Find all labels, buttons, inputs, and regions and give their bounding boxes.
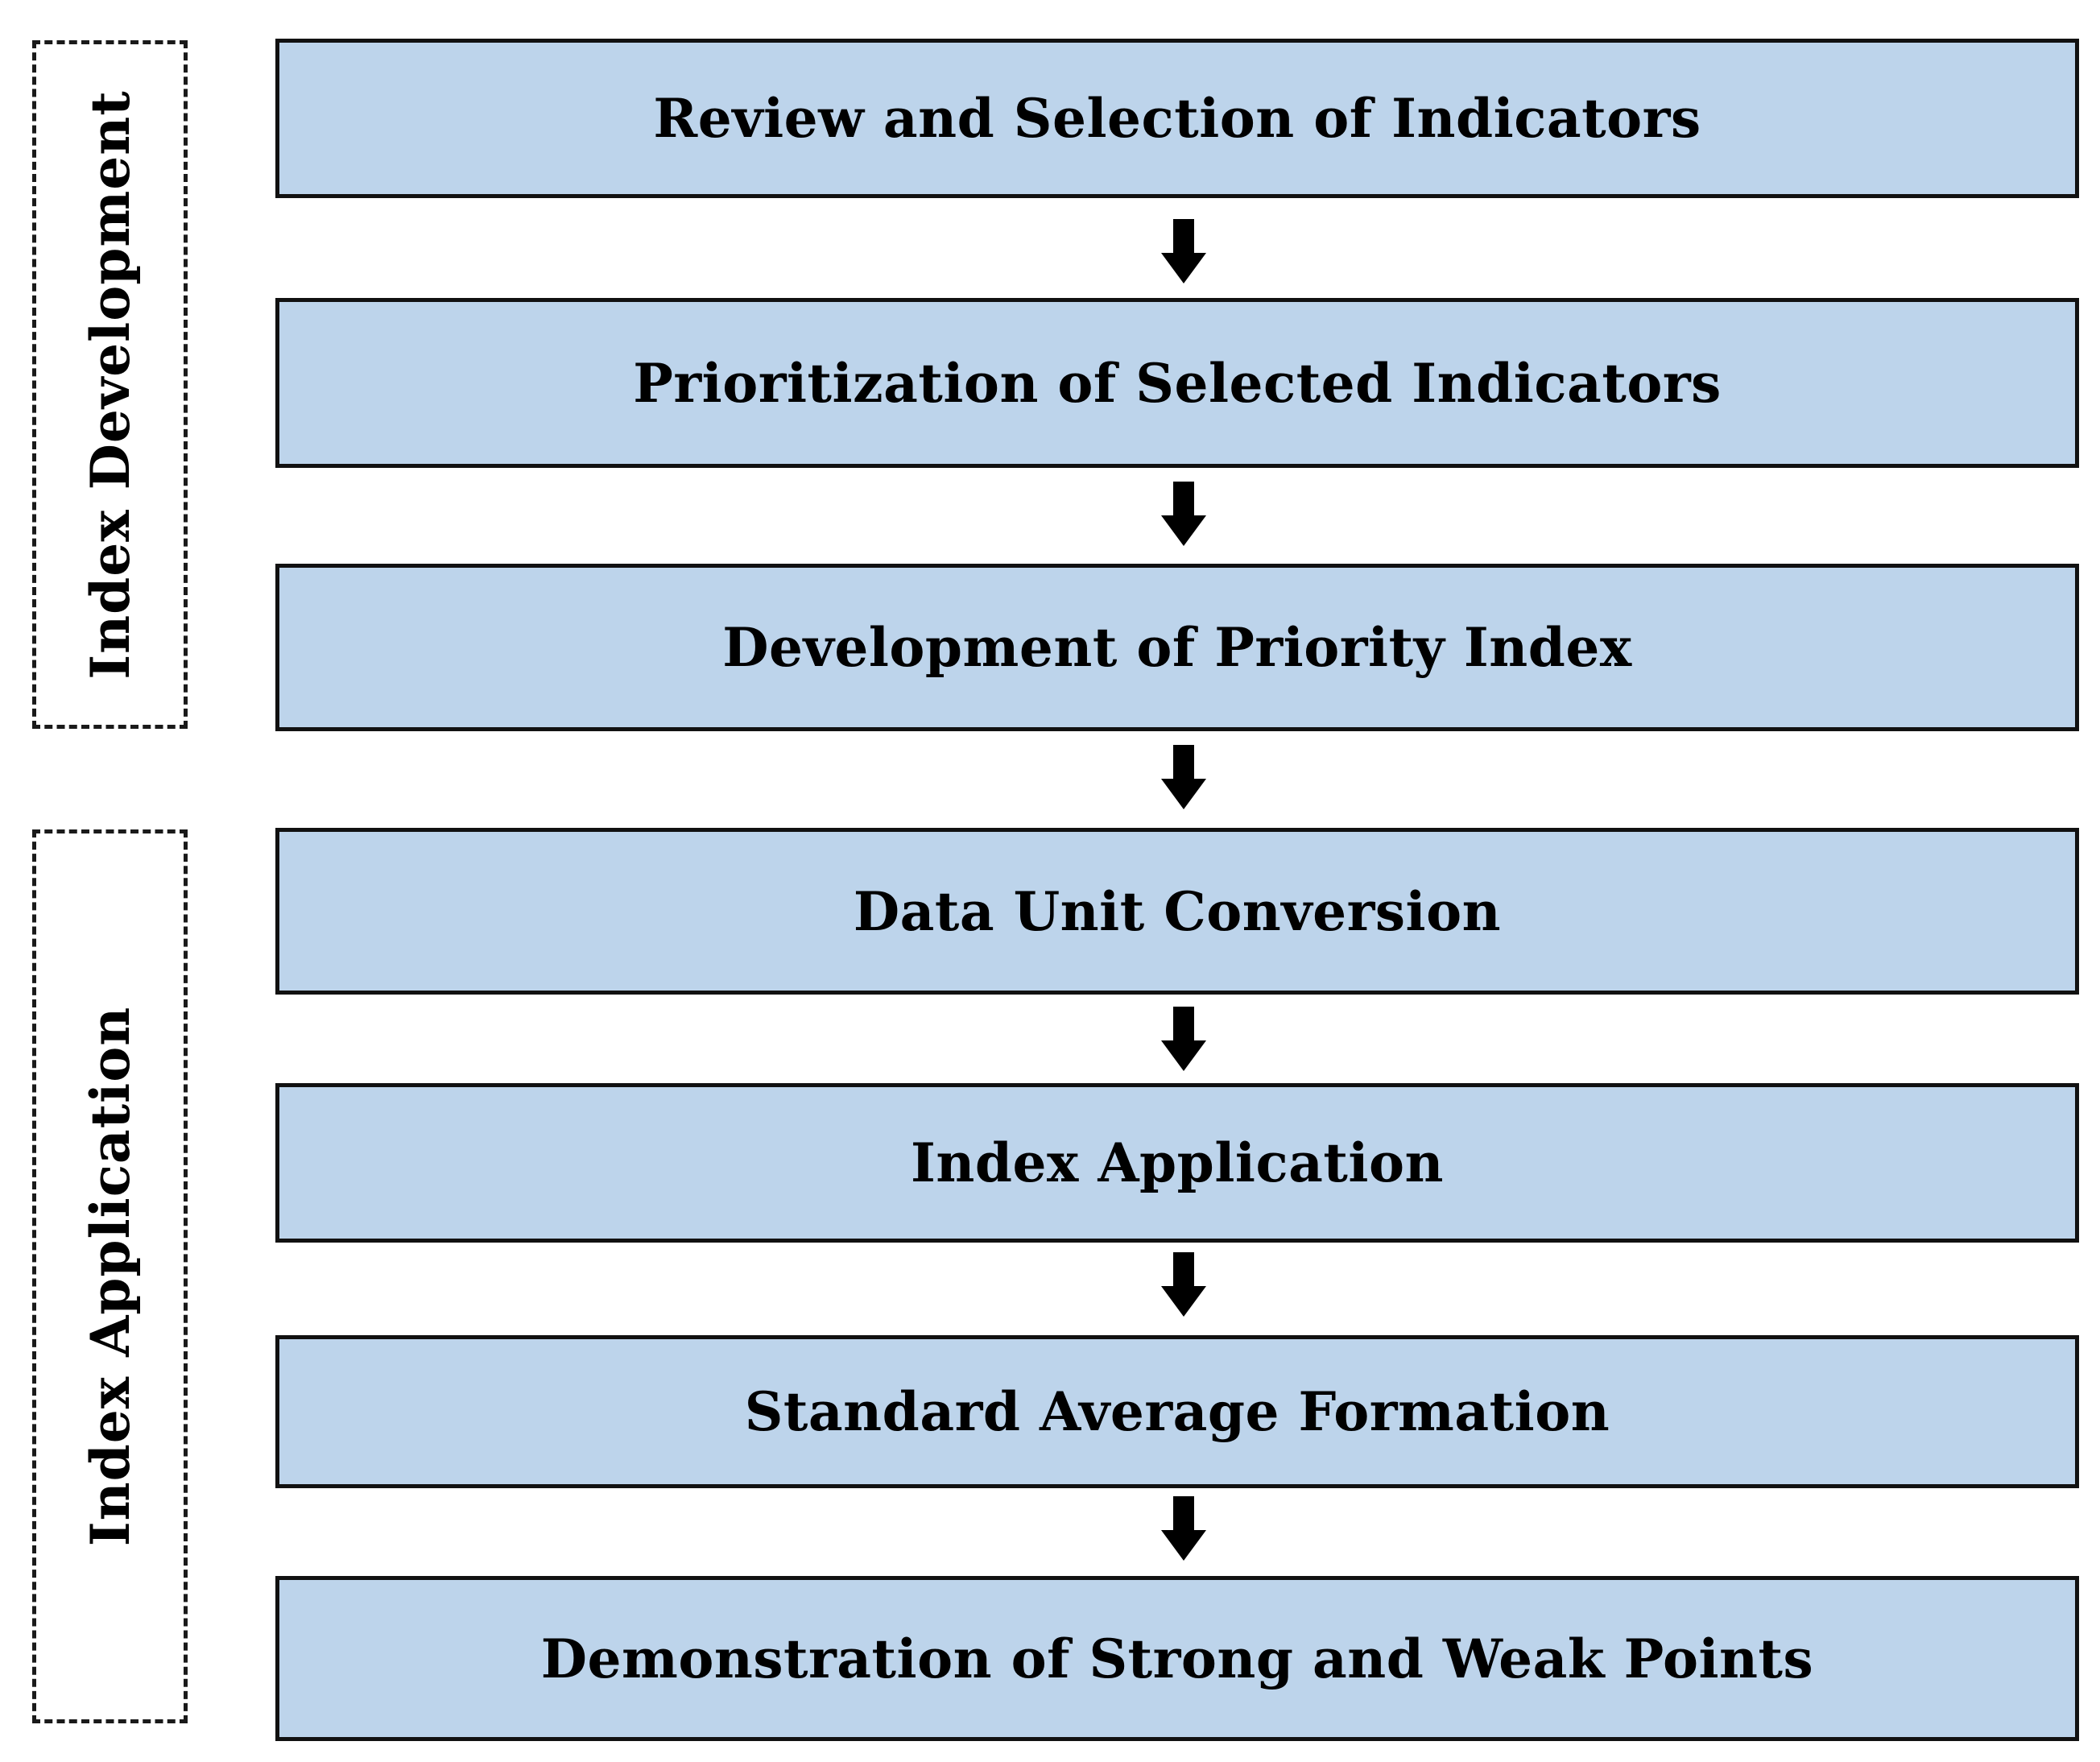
step-label-3: Development of Priority Index: [722, 616, 1632, 679]
step-box-7: Demonstration of Strong and Weak Points: [275, 1576, 2079, 1741]
step-label-7: Demonstration of Strong and Weak Points: [540, 1627, 1814, 1690]
down-arrow-icon: [1161, 1007, 1206, 1071]
step-label-6: Standard Average Formation: [744, 1380, 1610, 1443]
step-box-3: Development of Priority Index: [275, 564, 2079, 731]
step-box-5: Index Application: [275, 1083, 2079, 1243]
step-box-2: Prioritization of Selected Indicators: [275, 298, 2079, 468]
down-arrow-icon: [1161, 482, 1206, 546]
step-box-4: Data Unit Conversion: [275, 828, 2079, 995]
down-arrow-icon: [1161, 1496, 1206, 1561]
down-arrow-icon: [1161, 1252, 1206, 1317]
step-label-4: Data Unit Conversion: [853, 879, 1502, 943]
step-label-1: Review and Selection of Indicators: [653, 87, 1701, 150]
step-box-6: Standard Average Formation: [275, 1335, 2079, 1488]
group-label-application: Index Application: [78, 1006, 142, 1547]
group-index-development: Index Development: [32, 40, 188, 729]
step-box-1: Review and Selection of Indicators: [275, 39, 2079, 198]
down-arrow-icon: [1161, 219, 1206, 283]
group-index-application: Index Application: [32, 829, 188, 1723]
group-label-development: Index Development: [78, 89, 142, 680]
down-arrow-icon: [1161, 745, 1206, 809]
step-label-5: Index Application: [911, 1131, 1444, 1194]
step-label-2: Prioritization of Selected Indicators: [633, 351, 1722, 415]
